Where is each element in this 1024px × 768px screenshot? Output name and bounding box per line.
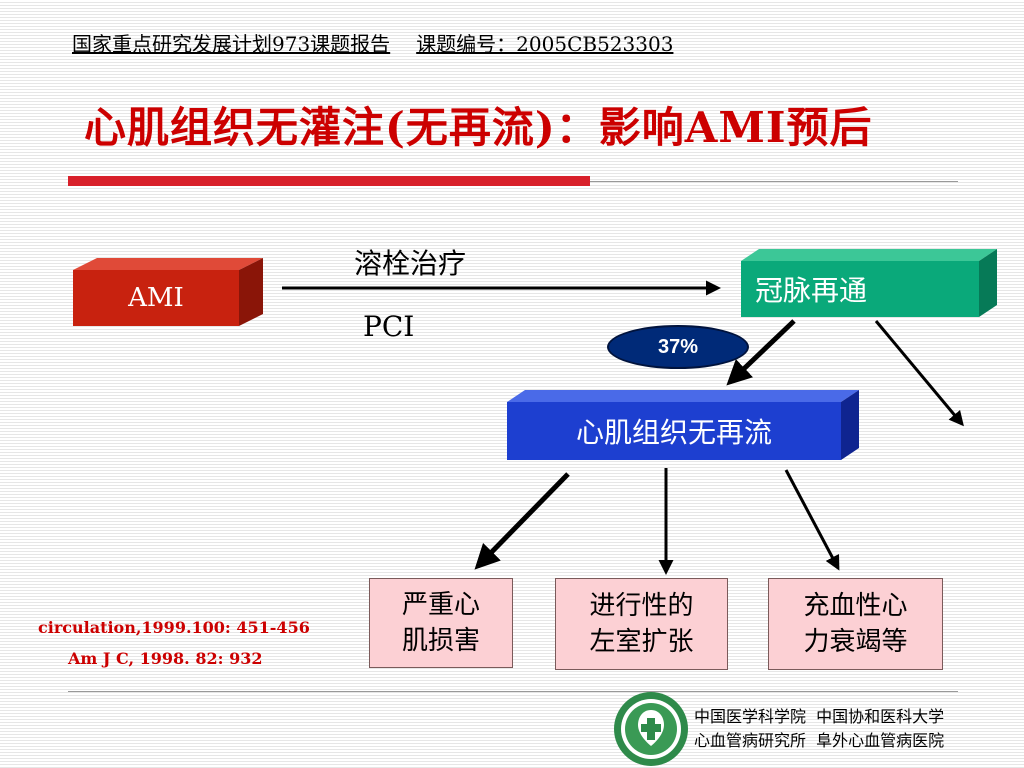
- no-reflow-box: 心肌组织无再流: [507, 390, 859, 462]
- reference-1: circulation,1999.100: 451-456: [38, 618, 310, 637]
- noreflow-to-outcome1-arrow: [474, 472, 570, 570]
- outcome-myocardial-damage: 严重心 肌损害: [369, 578, 513, 668]
- title-underline-bar: [68, 176, 590, 186]
- report-header: 国家重点研究发展计划973课题报告 课题编号：2005CB523303: [72, 30, 673, 58]
- institution-line-1: 中国医学科学院 中国协和医科大学: [694, 707, 945, 726]
- institution-names: 中国医学科学院 中国协和医科大学 心血管病研究所 阜外心血管病医院: [694, 705, 944, 753]
- outcome-lv-dilation: 进行性的 左室扩张: [555, 578, 728, 670]
- thrombolysis-label: 溶栓治疗: [354, 247, 467, 280]
- outcome-heart-failure: 充血性心 力衰竭等: [768, 578, 943, 670]
- project-code: 课题编号：2005CB523303: [416, 32, 674, 56]
- recan-to-noreflow-arrow: [726, 319, 796, 386]
- slide-title: 心肌组织无灌注(无再流)：影响AMI预后: [84, 103, 873, 152]
- recanalization-label: 冠脉再通: [741, 261, 979, 317]
- reference-2: Am J C, 1998. 82: 932: [68, 649, 263, 668]
- pci-label: PCI: [363, 310, 415, 343]
- footer-divider-line: [68, 691, 958, 692]
- report-name: 国家重点研究发展计划973课题报告: [72, 32, 391, 56]
- recanalization-box: 冠脉再通: [741, 249, 997, 319]
- noreflow-to-outcome3-arrow: [784, 469, 840, 571]
- institution-line-2: 心血管病研究所 阜外心血管病医院: [694, 731, 945, 750]
- ami-box: AMI: [73, 258, 263, 328]
- recan-to-right-arrow: [874, 320, 964, 427]
- ami-label: AMI: [73, 270, 239, 326]
- percent-oval: 37%: [607, 325, 749, 369]
- title-divider-line: [590, 181, 958, 182]
- institution-logo-icon: [614, 692, 688, 766]
- no-reflow-label: 心肌组织无再流: [507, 402, 841, 460]
